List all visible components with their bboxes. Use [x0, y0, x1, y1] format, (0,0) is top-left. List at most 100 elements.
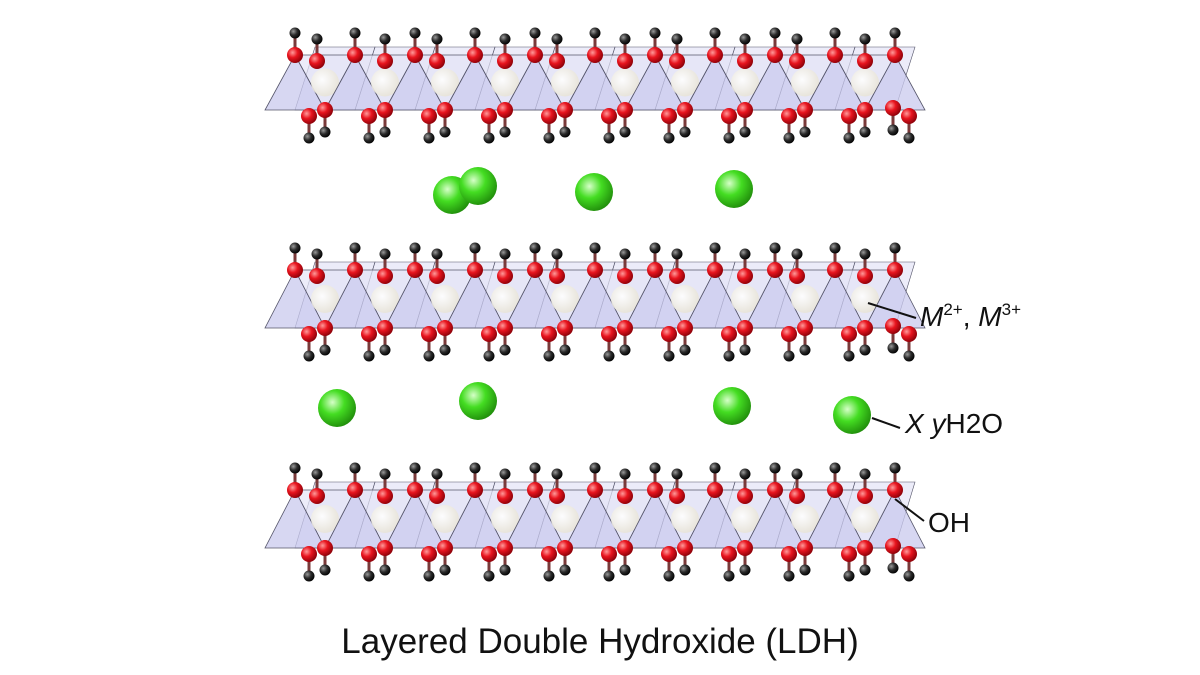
- oxygen-atom: [437, 320, 453, 336]
- hydrogen-atom: [350, 28, 361, 39]
- hydrogen-atom: [860, 249, 871, 260]
- oxygen-atom: [481, 108, 497, 124]
- hydrogen-atom: [500, 34, 511, 45]
- hydrogen-atom: [860, 127, 871, 138]
- oxygen-atom: [737, 488, 753, 504]
- oxygen-atom: [497, 53, 513, 69]
- hydrogen-atom: [470, 243, 481, 254]
- hydrogen-atom: [784, 571, 795, 582]
- oxygen-atom: [317, 320, 333, 336]
- oxygen-atom: [887, 47, 903, 63]
- hydrogen-atom: [710, 243, 721, 254]
- hydrogen-atom: [724, 133, 735, 144]
- hydrogen-atom: [364, 133, 375, 144]
- hydrogen-atom: [844, 351, 855, 362]
- oxygen-atom: [737, 102, 753, 118]
- oxygen-atom: [661, 546, 677, 562]
- hydrogen-atom: [800, 345, 811, 356]
- oxygen-atom: [549, 53, 565, 69]
- oxygen-atom: [767, 47, 783, 63]
- hydrogen-atom: [432, 469, 443, 480]
- hydrogen-atom: [380, 565, 391, 576]
- hydrogen-atom: [364, 351, 375, 362]
- hydrogen-atom: [792, 469, 803, 480]
- interlayer-anion-label: X yH2O: [905, 408, 1003, 440]
- hydrogen-atom: [544, 571, 555, 582]
- oxygen-atom: [541, 108, 557, 124]
- hydrogen-atom: [380, 345, 391, 356]
- hydrogen-atom: [770, 243, 781, 254]
- hydrogen-atom: [470, 463, 481, 474]
- hydrogen-atom: [304, 571, 315, 582]
- oxygen-atom: [301, 108, 317, 124]
- oxygen-atom: [781, 326, 797, 342]
- hydrogen-atom: [724, 571, 735, 582]
- oxygen-atom: [361, 546, 377, 562]
- oxygen-atom: [541, 326, 557, 342]
- oxygen-atom: [841, 546, 857, 562]
- hydrogen-atom: [770, 463, 781, 474]
- oxygen-atom: [467, 47, 483, 63]
- hydrogen-atom: [740, 469, 751, 480]
- hydrogen-atom: [650, 243, 661, 254]
- hydroxide-layers: [265, 28, 925, 582]
- hydrogen-atom: [620, 127, 631, 138]
- hydrogen-atom: [800, 565, 811, 576]
- oxygen-atom: [885, 100, 901, 116]
- oxygen-atom: [901, 326, 917, 342]
- oxygen-atom: [857, 540, 873, 556]
- hydrogen-atom: [320, 127, 331, 138]
- anion-sphere: [575, 173, 613, 211]
- oxygen-atom: [497, 540, 513, 556]
- oxygen-atom: [789, 268, 805, 284]
- hydrogen-atom: [792, 249, 803, 260]
- oxygen-atom: [317, 102, 333, 118]
- oxygen-atom: [721, 108, 737, 124]
- oxygen-atom: [677, 320, 693, 336]
- oxygen-atom: [377, 268, 393, 284]
- hydrogen-atom: [552, 469, 563, 480]
- hydrogen-atom: [888, 343, 899, 354]
- oxygen-atom: [901, 108, 917, 124]
- oxygen-atom: [377, 540, 393, 556]
- oxygen-atom: [421, 326, 437, 342]
- oxygen-atom: [421, 546, 437, 562]
- hydrogen-atom: [680, 565, 691, 576]
- metal-cation-label: M2+, M3+: [920, 300, 1021, 333]
- oxygen-atom: [309, 53, 325, 69]
- hydrogen-atom: [888, 125, 899, 136]
- oxygen-atom: [661, 326, 677, 342]
- hydrogen-atom: [672, 34, 683, 45]
- oxygen-atom: [827, 262, 843, 278]
- hydrogen-atom: [740, 249, 751, 260]
- hydrogen-atom: [770, 28, 781, 39]
- anion-sphere: [713, 387, 751, 425]
- hydrogen-atom: [890, 463, 901, 474]
- oxygen-atom: [857, 320, 873, 336]
- oxygen-atom: [527, 47, 543, 63]
- oxygen-atom: [287, 47, 303, 63]
- hydrogen-atom: [380, 249, 391, 260]
- oxygen-atom: [887, 482, 903, 498]
- hydrogen-atom: [888, 563, 899, 574]
- oxygen-atom: [317, 540, 333, 556]
- oxygen-atom: [407, 262, 423, 278]
- oxygen-atom: [647, 482, 663, 498]
- oxygen-atom: [737, 268, 753, 284]
- hydrogen-atom: [890, 243, 901, 254]
- anion-leader-line: [872, 418, 900, 428]
- anion-sphere: [715, 170, 753, 208]
- oxygen-atom: [437, 102, 453, 118]
- hydrogen-atom: [830, 243, 841, 254]
- hydrogen-atom: [604, 571, 615, 582]
- hydrogen-atom: [290, 243, 301, 254]
- oxygen-atom: [437, 540, 453, 556]
- hydrogen-atom: [530, 463, 541, 474]
- oxygen-atom: [309, 488, 325, 504]
- hydrogen-atom: [650, 463, 661, 474]
- oxygen-atom: [781, 108, 797, 124]
- oxygen-atom: [647, 47, 663, 63]
- oxygen-atom: [377, 53, 393, 69]
- oxygen-atom: [617, 320, 633, 336]
- oxygen-atom: [587, 262, 603, 278]
